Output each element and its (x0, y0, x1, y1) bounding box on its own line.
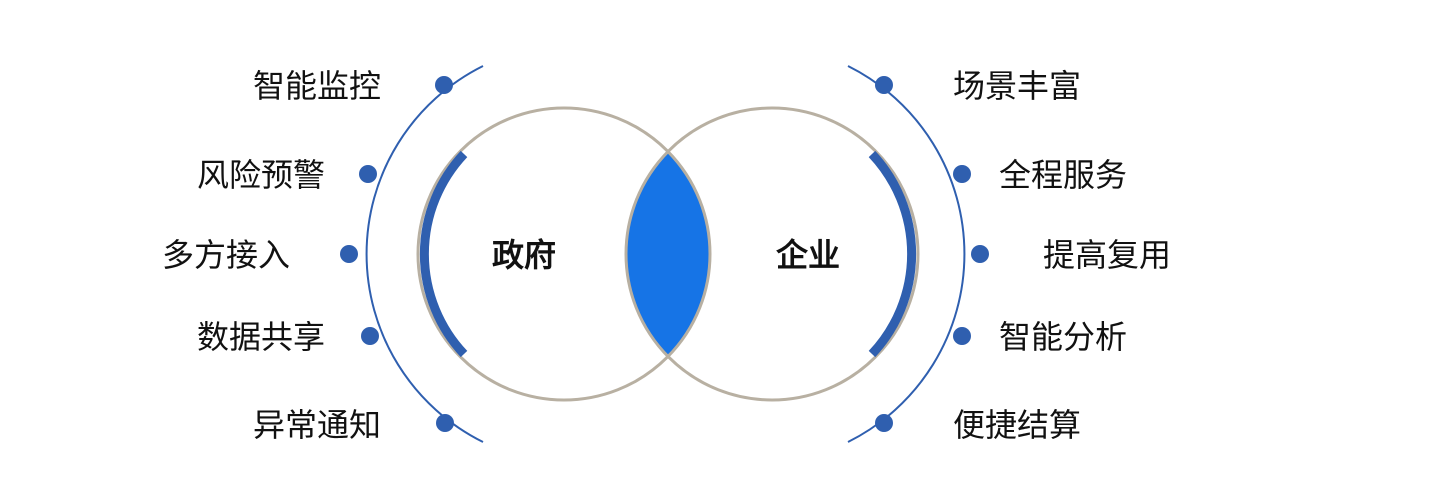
left-label-5: 异常通知 (253, 406, 381, 444)
government-title: 政府 (492, 236, 556, 274)
left-label-1: 智能监控 (253, 67, 381, 105)
right-label-4: 智能分析 (999, 318, 1127, 356)
government-accent-arc (419, 150, 468, 358)
enterprise-accent-arc (868, 150, 917, 358)
left-label-4: 数据共享 (197, 318, 325, 356)
enterprise-circle (624, 106, 920, 402)
left-dot-3 (340, 245, 358, 263)
right-dot-2 (953, 165, 971, 183)
right-label-2: 全程服务 (999, 156, 1127, 194)
left-label-3: 多方接入 (162, 236, 290, 274)
left-dot-4 (361, 327, 379, 345)
left-label-2: 风险预警 (197, 156, 325, 194)
left-orbit-arc (365, 65, 484, 443)
right-label-3: 提高复用 (1043, 236, 1171, 274)
left-dot-2 (359, 165, 377, 183)
right-label-1: 场景丰富 (953, 67, 1081, 105)
right-dot-5 (875, 414, 893, 432)
left-dot-1 (435, 76, 453, 94)
right-label-5: 便捷结算 (953, 406, 1081, 444)
enterprise-title: 企业 (776, 236, 840, 274)
right-dot-3 (971, 245, 989, 263)
right-dot-1 (875, 76, 893, 94)
left-dot-5 (436, 414, 454, 432)
government-circle (416, 106, 712, 402)
right-dot-4 (953, 327, 971, 345)
right-orbit-arc (847, 65, 966, 443)
